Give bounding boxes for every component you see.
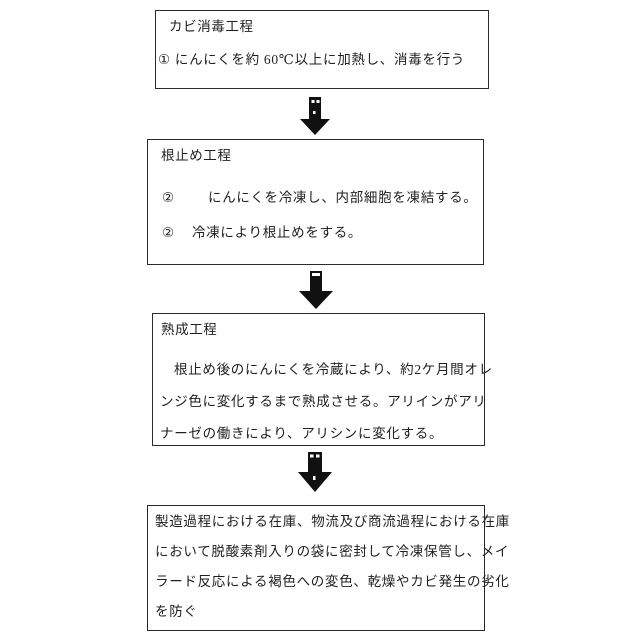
process-line-aging-2: ンジ色に変化するまで熟成させる。アリインがアリ xyxy=(160,394,487,409)
down-block-arrow-icon xyxy=(300,97,330,135)
list-marker-1: ① xyxy=(158,52,171,67)
list-marker-2b: ② xyxy=(162,225,175,240)
down-block-arrow-icon xyxy=(298,452,332,492)
process-box-root-stop xyxy=(147,139,484,265)
process-title-root-stop: 根止め工程 xyxy=(161,148,232,163)
process-line-storage-4: を防ぐ xyxy=(155,604,198,619)
process-line-storage-2: において脱酸素剤入りの袋に密封して冷凍保管し、メイ xyxy=(155,544,510,559)
process-line-storage-1: 製造過程における在庫、物流及び商流過程における在庫 xyxy=(155,514,510,529)
process-box-storage xyxy=(147,505,485,631)
process-box-mold-sterilization xyxy=(155,10,489,89)
process-line-text: にんにくを冷凍し、内部細胞を凍結する。 xyxy=(208,190,478,205)
process-line-text: 冷凍により根止めをする。 xyxy=(192,225,363,240)
process-title-mold-sterilization: カビ消毒工程 xyxy=(169,19,254,34)
process-line-aging-3: ナーゼの働きにより、アリシンに変化する。 xyxy=(160,426,444,441)
process-title-aging: 熟成工程 xyxy=(161,322,218,337)
process-box-aging xyxy=(152,313,485,446)
process-line-mold-1: ① にんにくを約 60℃以上に加熱し、消毒を行う xyxy=(158,48,465,68)
process-line-storage-3: ラード反応による褐色への変色、乾燥やカビ発生の劣化 xyxy=(155,574,510,589)
list-marker-2a: ② xyxy=(162,190,175,205)
down-block-arrow-icon xyxy=(299,271,333,309)
process-line-aging-1: 根止め後のにんにくを冷蔵により、約2ケ月間オレ xyxy=(174,362,493,377)
process-line-text: にんにくを約 60℃以上に加熱し、消毒を行う xyxy=(174,52,465,67)
process-line-root-2: ② 冷凍により根止めをする。 xyxy=(162,221,362,241)
process-line-root-1: ② にんにくを冷凍し、内部細胞を凍結する。 xyxy=(162,186,478,206)
